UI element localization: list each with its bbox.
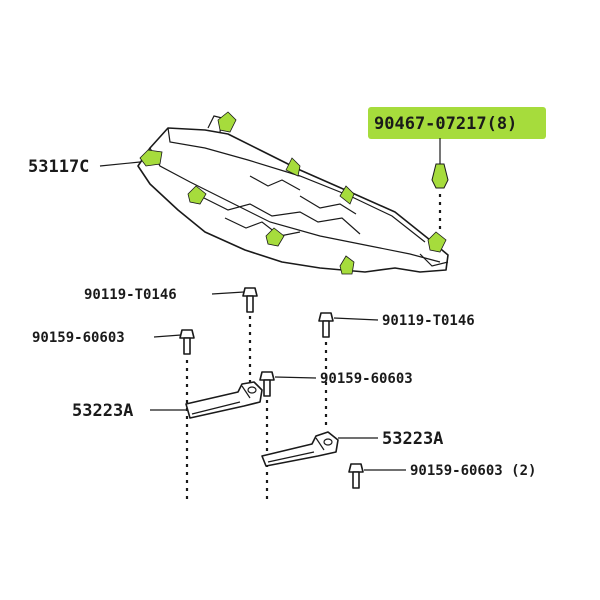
bolt-upper-left [242, 287, 258, 386]
bracket-right [261, 431, 339, 467]
bolt-lower-right [348, 463, 364, 489]
clip-markers [139, 111, 447, 275]
clip-90467 [431, 150, 449, 232]
clip-marker [285, 157, 301, 177]
clip-marker [187, 185, 207, 205]
label-bracket-right: 53223A [382, 429, 443, 449]
label-bolt-upper-right: 90119-T0146 [382, 313, 475, 329]
label-53117c: 53117C [28, 157, 89, 177]
label-highlight [368, 107, 546, 139]
leader-bolt-left [153, 334, 182, 338]
label-bolt-middle: 90159-60603 [320, 371, 413, 387]
bolt-middle [259, 371, 275, 500]
label-bracket-left: 53223A [72, 401, 133, 421]
leader-53117c [99, 161, 141, 167]
label-bolt-left: 90159-60603 [32, 330, 125, 346]
bracket-left [185, 381, 263, 419]
label-bolt-upper-left: 90119-T0146 [84, 287, 177, 303]
clip-marker [339, 185, 355, 205]
label-90467: 90467-07217(8) [374, 114, 517, 134]
clip-marker [265, 227, 285, 247]
bolt-upper-right [318, 312, 334, 430]
clip-marker [139, 149, 163, 167]
clip-marker [339, 255, 355, 275]
leader-bolt-middle [274, 376, 317, 379]
leader-bolt-upper-right [333, 317, 379, 321]
clip-marker [217, 111, 237, 133]
label-bolt-lower-right: 90159-60603 (2) [410, 463, 536, 479]
leader-bolt-upper-left [211, 291, 245, 295]
clip-marker [427, 231, 447, 253]
engine-under-cover [137, 115, 449, 273]
